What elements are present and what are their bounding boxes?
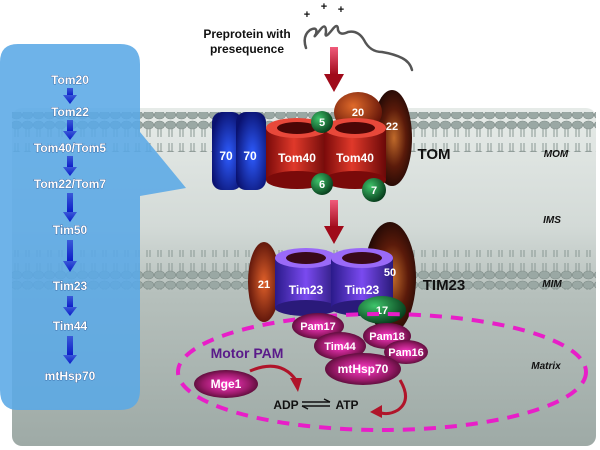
mim-label: MIM <box>542 279 562 290</box>
tim23-label: TIM23 <box>423 277 466 294</box>
tim21 <box>248 242 280 322</box>
charge-plus-icon: + <box>338 4 344 16</box>
tim23-a-label: Tim23 <box>289 283 324 297</box>
tom-complex: 70 70 Tom40 Tom40 20 22 5 6 7 <box>212 90 412 202</box>
motor-pam-boundary <box>176 312 588 432</box>
pathway-arrow-icon <box>63 156 77 176</box>
pathway-step-tom22-tom7: Tom22/Tom7 <box>34 177 107 191</box>
charge-plus-icon: + <box>321 1 327 13</box>
preprotein: Preprotein with presequence + + + <box>203 1 414 72</box>
motor-pam-label: Motor PAM <box>211 345 284 361</box>
import-arrow-icon <box>324 47 344 92</box>
pam-motor: Pam17 Tim44 Pam18 Pam16 mtHsp70 Mge1 <box>194 313 428 398</box>
pathway-step-mthsp70: mtHsp70 <box>45 369 96 383</box>
preprotein-chain-icon <box>303 24 414 72</box>
import-arrow-icon <box>324 200 344 244</box>
hsp70-arrow-icon <box>377 379 407 416</box>
tom6-label: 6 <box>319 179 325 191</box>
tim50-label: 50 <box>384 267 396 279</box>
preprotein-label-line2: presequence <box>210 42 284 56</box>
atp-label: ATP <box>335 398 358 412</box>
mthsp70-label: mtHsp70 <box>338 362 389 376</box>
pam17-label: Pam17 <box>300 321 335 333</box>
tom5 <box>311 111 333 133</box>
mge1-arrow-icon <box>249 364 298 381</box>
tim23-b-label: Tim23 <box>345 283 380 297</box>
pathway-steps: Tom20 Tom22 Tom40/Tom5 Tom22/Tom7 Tim50 … <box>34 73 107 384</box>
pathway-arrow-icon <box>63 240 77 272</box>
mge1-arrowhead-icon <box>290 378 302 392</box>
mge1 <box>194 370 258 398</box>
tom70-a <box>212 112 242 190</box>
pam17 <box>292 313 344 339</box>
tim17 <box>358 296 406 324</box>
pathway-arrow-icon <box>63 120 77 140</box>
tom70-b-label: 70 <box>243 149 257 163</box>
pathway-panel <box>0 44 186 410</box>
tom40-a-label: Tom40 <box>278 151 316 165</box>
tom22-label: 22 <box>386 121 398 133</box>
tom40-a <box>266 118 328 189</box>
pathway-step-tim44: Tim44 <box>53 319 88 333</box>
atp-cycle: ADP ATP <box>249 364 407 418</box>
tom40-b-label: Tom40 <box>336 151 374 165</box>
tom5-label: 5 <box>319 117 325 129</box>
pathway-arrow-icon <box>63 193 77 222</box>
tim44-label: Tim44 <box>324 341 356 353</box>
tim44 <box>314 332 366 360</box>
mom-label: MOM <box>544 149 569 160</box>
tim21-label: 21 <box>258 279 270 291</box>
pathway-arrow-icon <box>63 336 77 364</box>
matrix-label: Matrix <box>531 361 561 372</box>
pathway-arrow-icon <box>63 88 77 104</box>
adp-label: ADP <box>273 398 298 412</box>
charge-plus-icon: + <box>304 9 310 21</box>
pathway-step-tim50: Tim50 <box>53 223 88 237</box>
pathway-step-tom40-tom5: Tom40/Tom5 <box>34 141 107 155</box>
preprotein-label-line1: Preprotein with <box>203 27 290 41</box>
pam16-label: Pam16 <box>388 347 423 359</box>
pathway-step-tim23: Tim23 <box>53 279 88 293</box>
pam18-label: Pam18 <box>369 331 404 343</box>
tom7 <box>362 178 386 202</box>
tom7-label: 7 <box>371 185 377 197</box>
ims-label: IMS <box>543 215 561 226</box>
pathway-step-tom22: Tom22 <box>51 105 89 119</box>
tom70-b <box>236 112 266 190</box>
tom70-a-label: 70 <box>219 149 233 163</box>
tim23-a <box>275 248 337 316</box>
mthsp70 <box>325 353 401 385</box>
tom20-label: 20 <box>352 107 364 119</box>
equilibrium-arrows-icon <box>301 398 331 410</box>
tom-label: TOM <box>417 146 450 163</box>
pam16 <box>384 340 428 364</box>
hsp70-arrowhead-icon <box>370 405 382 418</box>
pathway-arrows <box>63 88 77 364</box>
tom40-b <box>324 118 386 189</box>
pathway-step-tom20: Tom20 <box>51 73 89 87</box>
pathway-arrow-icon <box>63 296 77 316</box>
tom6 <box>311 173 333 195</box>
mge1-label: Mge1 <box>211 377 242 391</box>
